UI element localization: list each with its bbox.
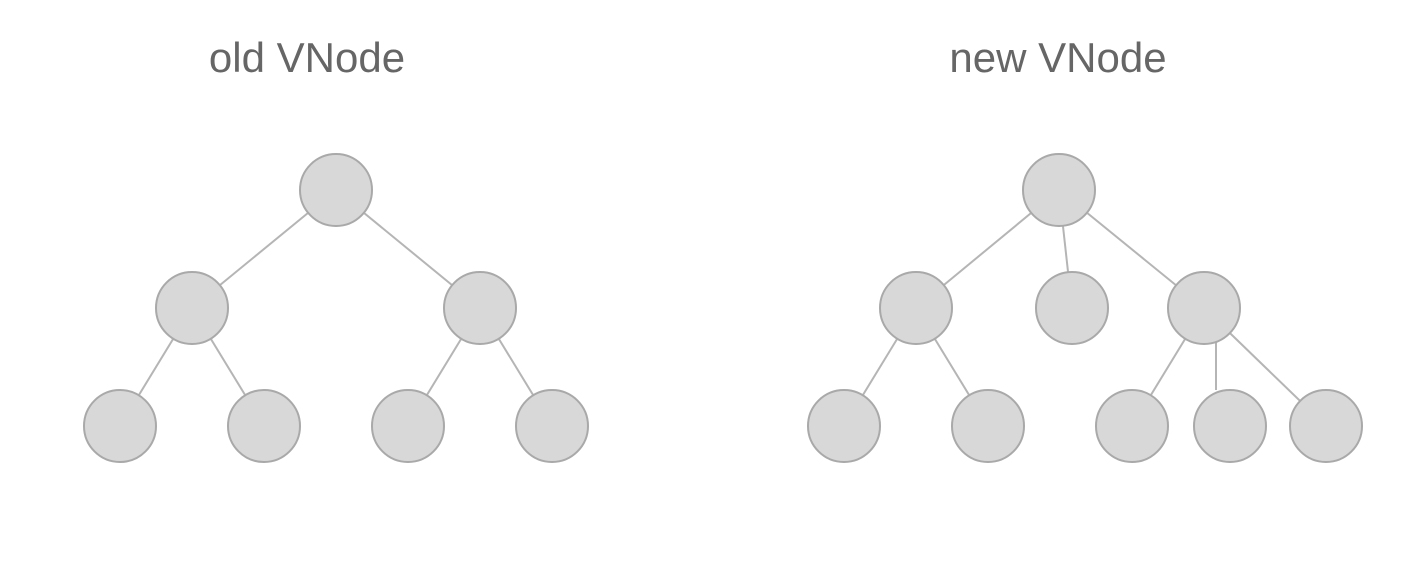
old-node-leaf-4 xyxy=(515,389,589,463)
old-vnode-nodes xyxy=(83,153,589,463)
new-node-root xyxy=(1022,153,1096,227)
old-node-root xyxy=(299,153,373,227)
new-node-child-middle xyxy=(1035,271,1109,345)
new-node-leaf-5 xyxy=(1289,389,1363,463)
old-vnode-title: old VNode xyxy=(209,34,405,81)
new-node-leaf-4 xyxy=(1193,389,1267,463)
old-node-child-left xyxy=(155,271,229,345)
old-node-leaf-1 xyxy=(83,389,157,463)
new-node-leaf-1 xyxy=(807,389,881,463)
old-node-leaf-2 xyxy=(227,389,301,463)
new-vnode-nodes xyxy=(807,153,1363,463)
old-node-child-right xyxy=(443,271,517,345)
old-node-leaf-3 xyxy=(371,389,445,463)
new-vnode-tree: new VNode xyxy=(807,34,1363,463)
new-node-leaf-2 xyxy=(951,389,1025,463)
old-vnode-tree: old VNode xyxy=(83,34,589,463)
new-vnode-title: new VNode xyxy=(949,34,1166,81)
new-node-child-right xyxy=(1167,271,1241,345)
new-node-leaf-3 xyxy=(1095,389,1169,463)
new-node-child-left xyxy=(879,271,953,345)
